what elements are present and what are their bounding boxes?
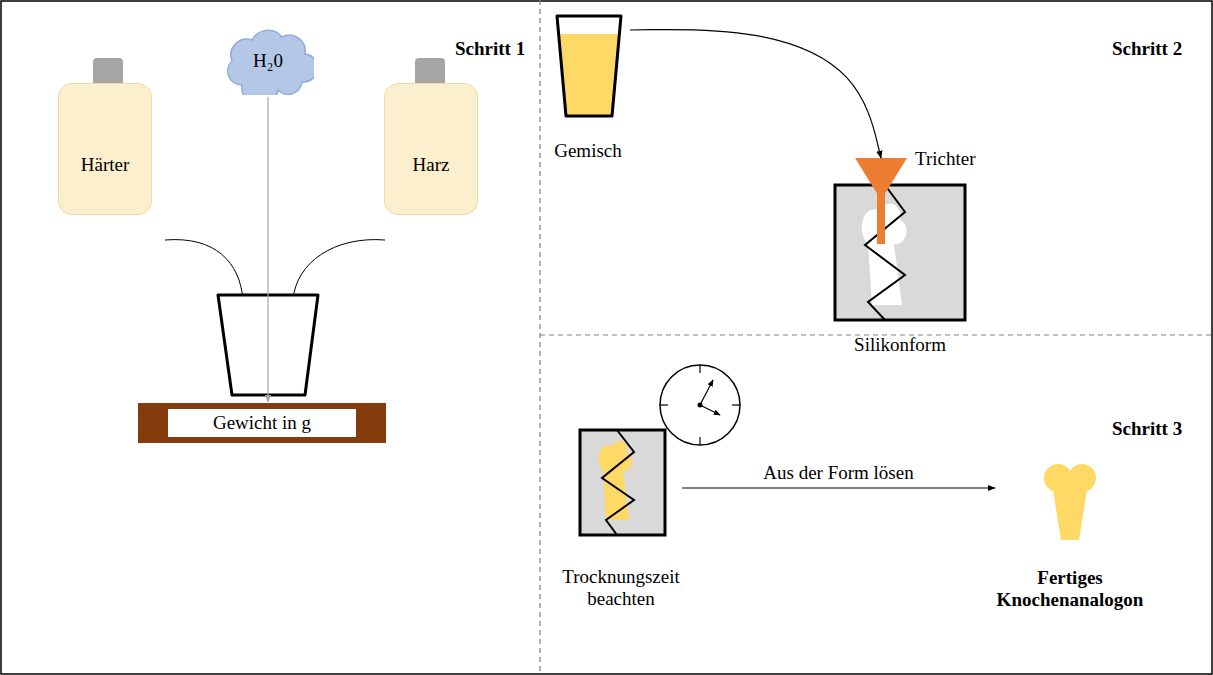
bottle: Harz [384, 83, 478, 215]
node-text: Gewicht in g [213, 412, 311, 434]
water-cloud: H₂0 [222, 27, 314, 95]
connector-label: Aus der Form lösen [760, 462, 916, 484]
cloud-shape [228, 30, 314, 95]
connector-arrow [682, 487, 995, 488]
pour-arrow [165, 240, 243, 300]
connector-arrow [630, 29, 881, 158]
bone-analog: Fertiges Knochenanalogon [995, 455, 1145, 615]
mixture-cup: Gemisch [546, 8, 630, 166]
node-text: Silikonform [854, 334, 946, 356]
clock-tick [699, 365, 700, 373]
clock-tick [699, 437, 700, 445]
clock-tick [732, 404, 740, 405]
bone-shaft [1052, 484, 1088, 540]
silicone-mold [580, 430, 665, 535]
node-text: Fertiges Knochenanalogon [995, 567, 1145, 611]
part-label: Trichter [915, 148, 976, 170]
panel-divider [539, 0, 540, 675]
mold-seam [865, 185, 905, 320]
node-text: Gemisch [554, 140, 622, 162]
drying-mold: Trocknungszeit beachten [560, 382, 682, 614]
clock-hand [700, 405, 720, 415]
node-text: Trocknungszeit beachten [560, 566, 682, 610]
funnel-spout [877, 192, 885, 244]
silicone-mold: Silikonform [825, 157, 975, 360]
clock-hand [700, 380, 713, 405]
cup-outline [557, 16, 621, 116]
scale-display: Gewicht in g [168, 409, 356, 437]
bottle-cap [93, 58, 123, 86]
pour-arrow [293, 240, 385, 300]
node-text: Härter [81, 154, 130, 176]
mold-seam [602, 430, 634, 535]
step-heading: Schritt 1 [455, 38, 525, 60]
step-heading: Schritt 3 [1112, 418, 1182, 440]
water-arrow [267, 97, 268, 402]
clock-tick [660, 404, 668, 405]
bottle: Härter [58, 83, 152, 215]
clock-center [698, 403, 703, 408]
node-text: H₂0 [253, 50, 283, 72]
step-heading: Schritt 2 [1112, 38, 1182, 60]
clock-face [660, 365, 740, 445]
bottle-cap [415, 58, 445, 86]
silicone-mold [835, 185, 965, 320]
connector-group [630, 29, 995, 488]
node-text: Harz [413, 154, 450, 176]
scale-base [138, 403, 386, 443]
cup-body [557, 16, 621, 116]
cup-mixture [559, 34, 619, 116]
cast-bone [598, 441, 632, 520]
